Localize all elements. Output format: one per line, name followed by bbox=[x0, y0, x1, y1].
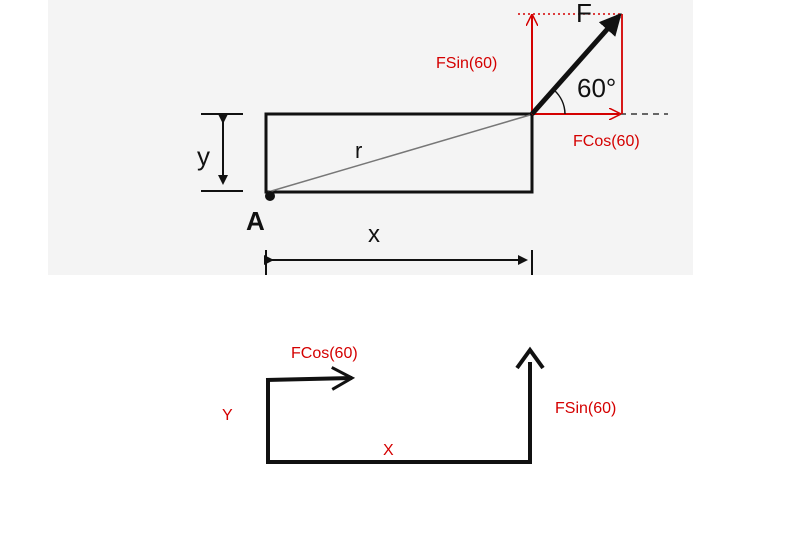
fcos-horizontal-arrow bbox=[265, 366, 356, 391]
label-y-bottom: Y bbox=[222, 407, 233, 424]
label-angle: 60° bbox=[577, 73, 616, 103]
label-f: F bbox=[576, 0, 592, 28]
fsin-arrowhead bbox=[515, 346, 545, 370]
force-vector-f bbox=[530, 13, 622, 116]
top-diagram: r A y x F 60° FSin(60) FCos(60) bbox=[197, 0, 668, 275]
figure-backdrop bbox=[48, 0, 693, 275]
angle-arc bbox=[553, 89, 566, 115]
label-a: A bbox=[246, 206, 265, 236]
lever-path bbox=[266, 362, 532, 464]
label-x-bottom: X bbox=[383, 442, 394, 459]
label-y: y bbox=[197, 141, 210, 171]
label-fcos-top: FCos(60) bbox=[573, 133, 640, 150]
pivot-point-a bbox=[265, 191, 275, 201]
rectangular-body bbox=[264, 112, 534, 194]
label-fcos-bottom: FCos(60) bbox=[291, 345, 358, 362]
label-r: r bbox=[355, 138, 362, 163]
position-vector-r bbox=[267, 114, 531, 193]
label-x: x bbox=[368, 221, 380, 248]
bottom-diagram: FCos(60) FSin(60) Y X bbox=[222, 345, 616, 464]
label-fsin-top: FSin(60) bbox=[436, 55, 497, 72]
label-fsin-bottom: FSin(60) bbox=[555, 400, 616, 417]
